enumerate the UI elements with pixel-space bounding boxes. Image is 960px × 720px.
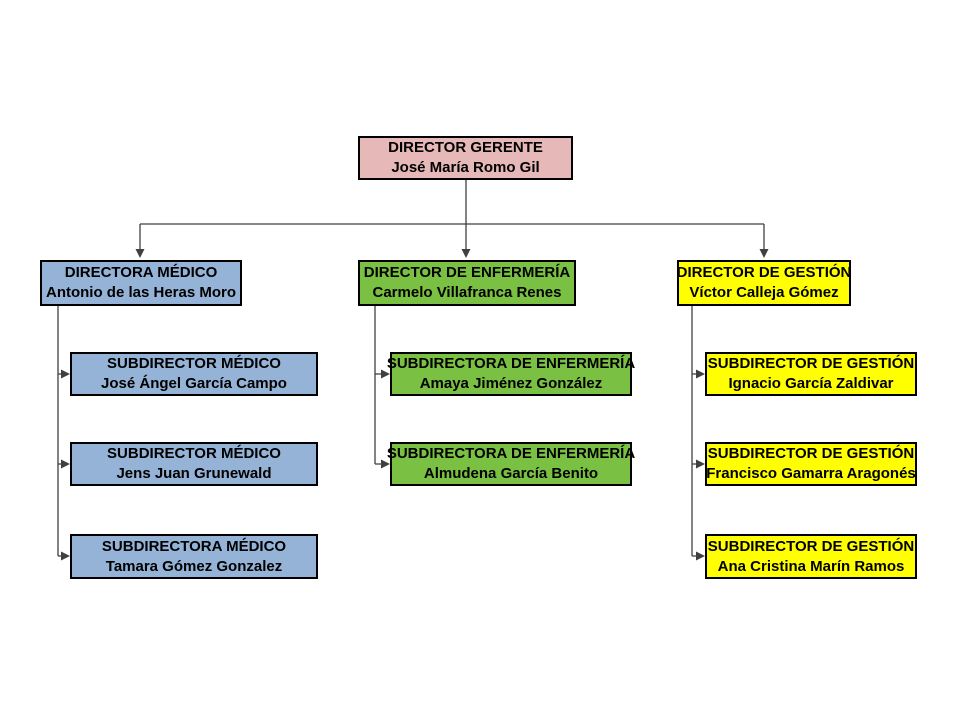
role-title: SUBDIRECTOR DE GESTIÓN [707, 355, 915, 372]
box-subdirector-gestion-3: SUBDIRECTOR DE GESTIÓN Ana Cristina Marí… [705, 534, 917, 579]
role-title: SUBDIRECTOR MÉDICO [107, 355, 281, 372]
arrowhead-down-nursing [461, 249, 471, 258]
person-name: Antonio de las Heras Moro [45, 284, 237, 301]
box-subdirector-medico-1: SUBDIRECTOR MÉDICO José Ángel García Cam… [70, 352, 318, 396]
role-title: SUBDIRECTOR DE GESTIÓN [707, 445, 915, 462]
person-name: Tamara Gómez Gonzalez [105, 557, 283, 575]
box-directora-medico: DIRECTORA MÉDICO Antonio de las Heras Mo… [40, 260, 242, 306]
person-name: José Ángel García Campo [101, 375, 287, 392]
person-name: Jens Juan Grunewald [116, 465, 272, 482]
role-title: SUBDIRECTORA MÉDICO [101, 537, 287, 555]
box-subdirector-gestion-1: SUBDIRECTOR DE GESTIÓN Ignacio García Za… [705, 352, 917, 396]
person-name: Ana Cristina Marín Ramos [717, 557, 905, 575]
role-title: SUBDIRECTOR MÉDICO [107, 445, 281, 462]
person-name: José María Romo Gil [391, 159, 540, 176]
person-name: Almudena García Benito [423, 465, 599, 482]
person-name: Ignacio García Zaldivar [728, 375, 894, 392]
arrowhead-right-medical-3 [61, 551, 70, 561]
arrowhead-down-medical [135, 249, 145, 258]
box-subdirectora-medico-3: SUBDIRECTORA MÉDICO Tamara Gómez Gonzale… [70, 534, 318, 579]
role-title: DIRECTOR DE GESTIÓN [676, 264, 852, 281]
person-name: Francisco Gamarra Aragonés [706, 465, 916, 482]
box-director-gestion: DIRECTOR DE GESTIÓN Víctor Calleja Gómez [677, 260, 851, 306]
box-subdirectora-enfermeria-1: SUBDIRECTORA DE ENFERMERÍA Amaya Jiménez… [386, 352, 636, 396]
role-title: DIRECTORA MÉDICO [64, 264, 218, 281]
role-title: SUBDIRECTORA DE ENFERMERÍA [386, 355, 636, 372]
box-subdirector-gestion-2: SUBDIRECTOR DE GESTIÓN Francisco Gamarra… [705, 442, 917, 486]
arrowhead-right-management-1 [696, 369, 705, 379]
arrowhead-right-management-2 [696, 459, 705, 469]
role-title: DIRECTOR GERENTE [388, 139, 543, 156]
arrowhead-right-nursing-1 [381, 369, 390, 379]
box-director-gerente: DIRECTOR GERENTE José María Romo Gil [358, 136, 573, 180]
arrowhead-right-nursing-2 [381, 459, 390, 469]
box-director-enfermeria: DIRECTOR DE ENFERMERÍA Carmelo Villafran… [358, 260, 576, 306]
arrowhead-right-management-3 [696, 551, 705, 561]
box-subdirectora-enfermeria-2: SUBDIRECTORA DE ENFERMERÍA Almudena Garc… [386, 442, 636, 486]
role-title: SUBDIRECTOR DE GESTIÓN [707, 537, 915, 555]
person-name: Víctor Calleja Gómez [689, 284, 839, 301]
role-title: DIRECTOR DE ENFERMERÍA [363, 264, 571, 281]
arrowhead-right-medical-2 [61, 459, 70, 469]
arrowhead-down-management [759, 249, 769, 258]
person-name: Amaya Jiménez González [419, 375, 603, 392]
role-title: SUBDIRECTORA DE ENFERMERÍA [386, 445, 636, 462]
arrowhead-right-medical-1 [61, 369, 70, 379]
person-name: Carmelo Villafranca Renes [372, 284, 562, 301]
box-subdirector-medico-2: SUBDIRECTOR MÉDICO Jens Juan Grunewald [70, 442, 318, 486]
